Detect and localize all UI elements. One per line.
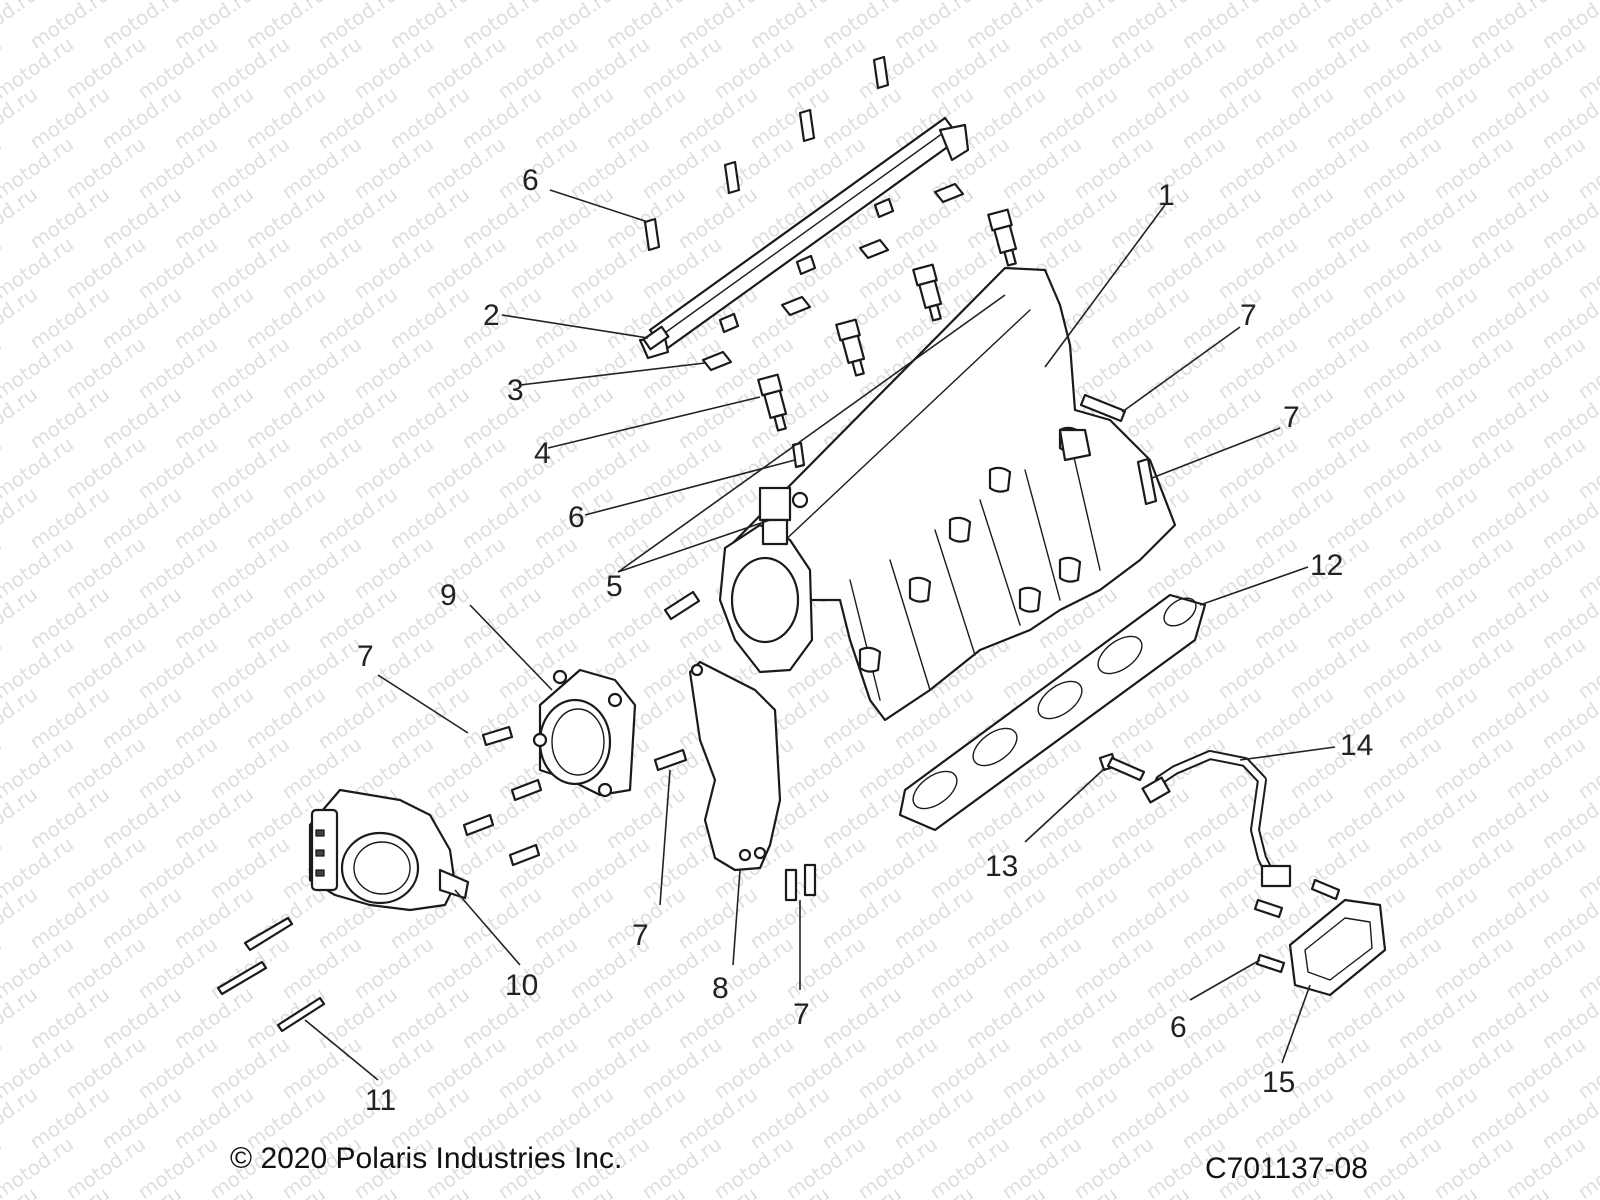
callout-13: 13 [985,850,1018,883]
callout-14: 14 [1340,729,1373,762]
callout-10: 10 [505,969,538,1002]
callout-7b: 7 [1283,401,1300,434]
callout-6a: 6 [522,164,539,197]
callout-11: 11 [365,1084,396,1117]
callout-2: 2 [483,299,500,332]
throttle-body [308,788,470,912]
callout-labels: 1 2 3 4 5 6 6 6 7 7 7 7 7 8 9 10 11 12 1… [357,164,1373,1117]
copyright-notice: © 2020 Polaris Industries Inc. [230,1142,623,1175]
callout-4: 4 [534,437,551,470]
callout-15: 15 [1262,1066,1295,1099]
vent-hose [1141,750,1292,888]
callout-6b: 6 [568,501,585,534]
watermark-text: motod.ru [1573,0,1600,4]
callout-5: 5 [606,570,623,603]
bracket-bolts [462,725,817,902]
callout-7d: 7 [632,919,649,952]
fuel-rail [638,116,970,360]
fuel-injectors [757,208,1018,432]
callout-7e: 7 [793,998,810,1031]
manifold-gasket [898,593,1207,832]
mounting-bracket [688,660,782,872]
rail-bolts [643,55,890,469]
sensor-bolt [1098,752,1146,782]
callout-12: 12 [1310,549,1343,582]
callout-7c: 7 [357,640,374,673]
throttle-spacer [532,668,637,798]
throttle-body-bolts [216,916,326,1033]
diagram-id: C701137-08 [1205,1152,1368,1185]
map-sensor [758,486,809,546]
cover-plate [1253,878,1387,997]
callout-3: 3 [507,374,524,407]
callout-1: 1 [1158,179,1175,212]
intake-manifold [718,266,1177,722]
callout-7a: 7 [1240,299,1257,332]
callout-8: 8 [712,972,729,1005]
manifold-bolts [663,393,1158,621]
injector-clips [701,182,965,372]
leader-lines [304,189,1336,1081]
callout-6c: 6 [1170,1011,1187,1044]
callout-9: 9 [440,579,457,612]
